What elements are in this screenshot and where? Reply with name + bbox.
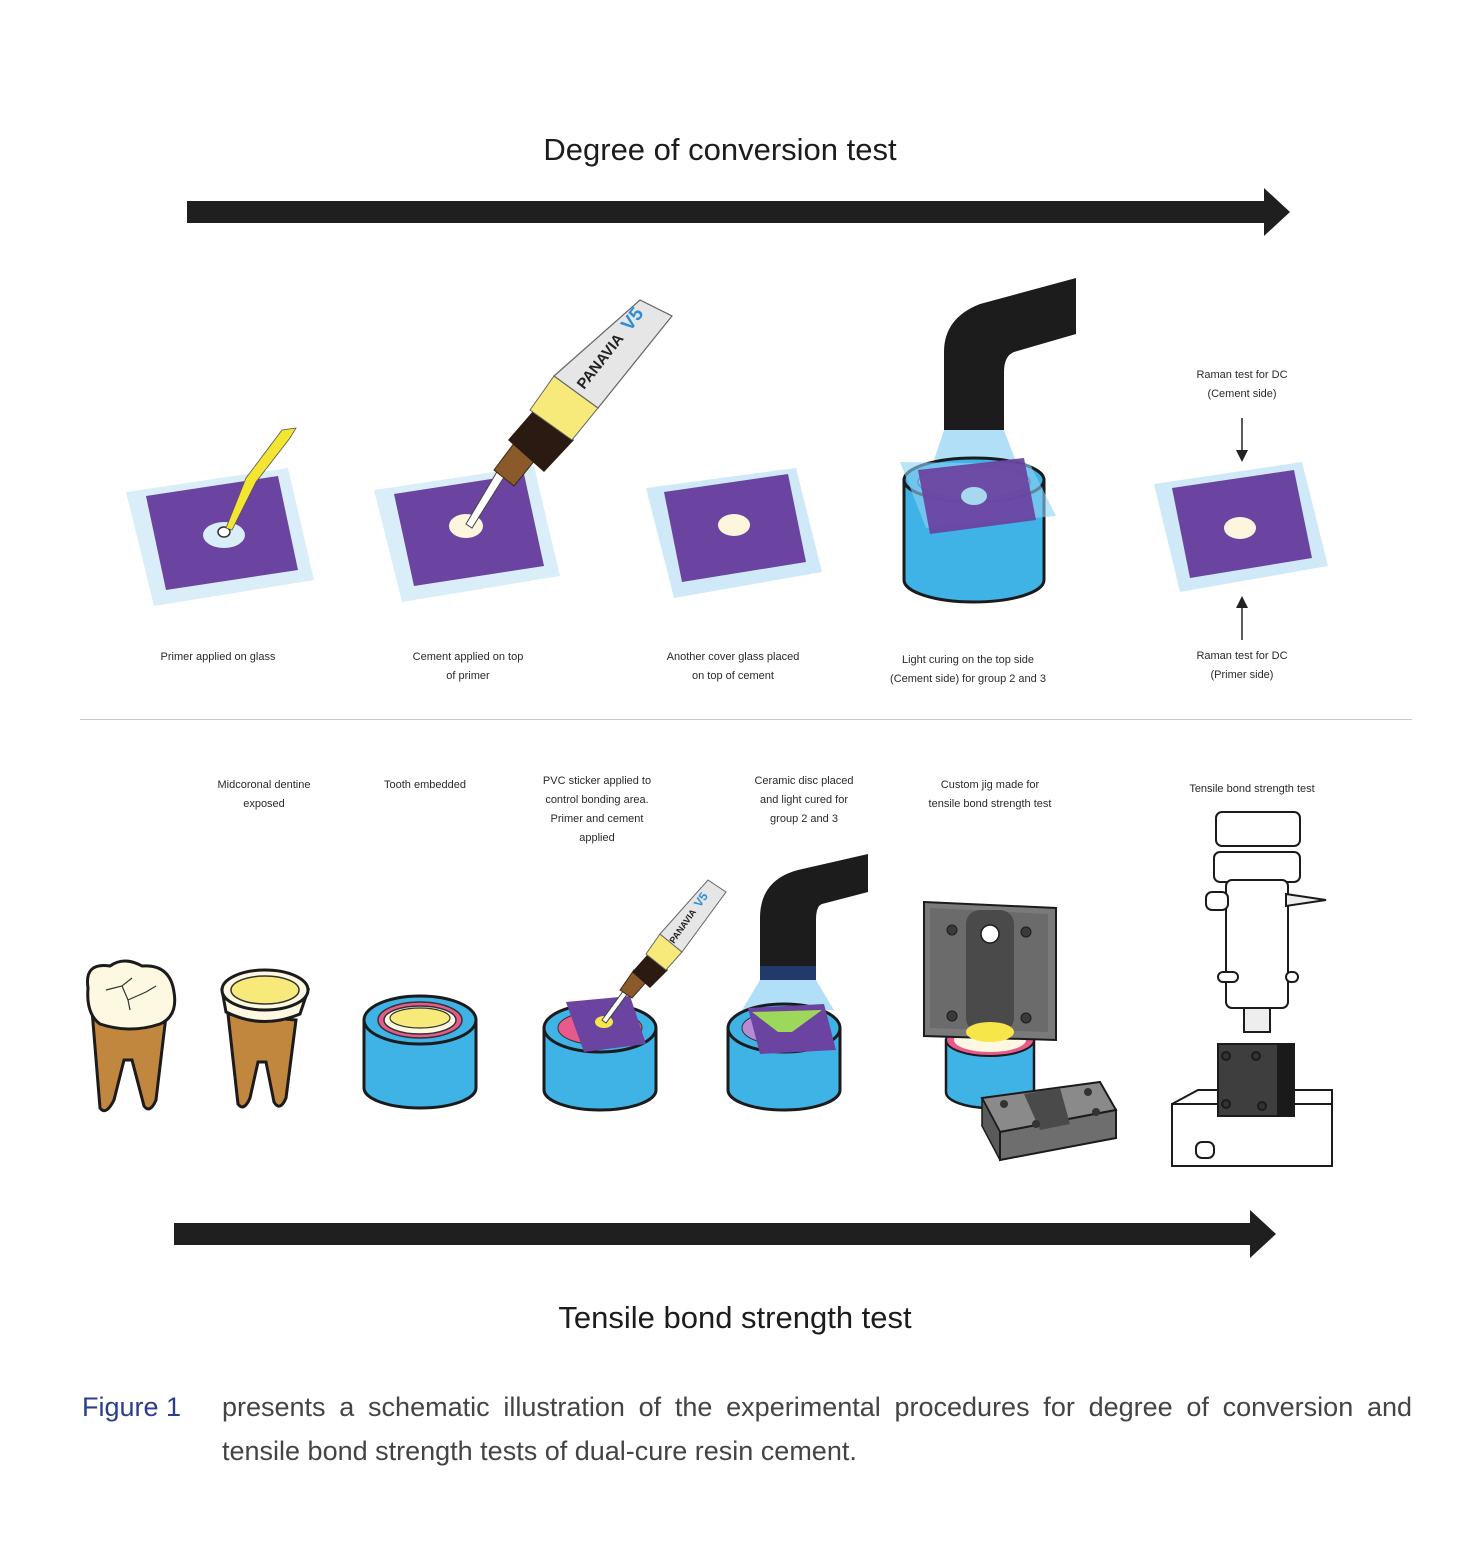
- tbs-tooth-embedded-illustration: [362, 994, 478, 1110]
- dc-step-raman-cement-label: Raman test for DC (Cement side): [1196, 369, 1288, 400]
- tbs-ceramic-curing-illustration: [726, 854, 868, 1112]
- dc-step-raman-primer-label: Raman test for DC (Primer side): [1196, 650, 1288, 681]
- tbs-process-arrow: [174, 1210, 1276, 1258]
- section-divider: [80, 719, 1412, 720]
- dc-step-cement-label: Cement applied on top of primer: [412, 651, 524, 682]
- dc-step-curing-illustration: [900, 278, 1076, 604]
- curing-light-icon: [760, 854, 868, 966]
- dc-section-title: Degree of conversion test: [543, 132, 897, 167]
- tbs-custom-jig-illustration: [923, 900, 1118, 1162]
- tbs-step-sticker-label: PVC sticker applied to control bonding a…: [542, 775, 652, 844]
- tbs-dentine-exposed-illustration: [220, 968, 311, 1109]
- dc-step-cement-illustration: PANAVIA V5: [374, 299, 673, 602]
- arrow-up-icon: [1236, 596, 1248, 640]
- arrow-down-icon: [1236, 418, 1248, 462]
- tbs-step-tensile-label: Tensile bond strength test: [1189, 783, 1315, 795]
- tbs-step-ceramic-label: Ceramic disc placed and light cured for …: [754, 775, 854, 825]
- cement-syringe-icon: PANAVIA V5: [465, 299, 673, 529]
- dc-step-raman-illustration: [1154, 418, 1328, 640]
- dc-step-primer-illustration: [126, 427, 314, 606]
- figure-caption-text: presents a schematic illustration of the…: [222, 1392, 1412, 1466]
- figure-number: Figure 1: [82, 1392, 182, 1422]
- tbs-tensile-machine-illustration: [1171, 811, 1333, 1167]
- dc-step-curing-label: Light curing on the top side (Cement sid…: [890, 654, 1046, 685]
- dc-process-arrow: [187, 188, 1290, 236]
- tbs-step-jig-label: Custom jig made for tensile bond strengt…: [928, 779, 1052, 810]
- tbs-step-embedded-label: Tooth embedded: [384, 779, 466, 791]
- dc-step-cover-label: Another cover glass placed on top of cem…: [666, 651, 800, 682]
- tbs-section-title: Tensile bond strength test: [558, 1300, 912, 1335]
- dc-step-primer-label: Primer applied on glass: [160, 651, 276, 663]
- dc-step-cover-illustration: [646, 468, 822, 598]
- tbs-step-dentine-label: Midcoronal dentine exposed: [217, 779, 311, 810]
- curing-light-icon: [944, 278, 1076, 430]
- cement-syringe-icon: PANAVIA V5: [601, 879, 727, 1024]
- tbs-sticker-cement-illustration: PANAVIA V5: [542, 879, 727, 1112]
- microbrush-icon: [225, 427, 297, 531]
- tbs-intact-tooth-illustration: [85, 959, 177, 1113]
